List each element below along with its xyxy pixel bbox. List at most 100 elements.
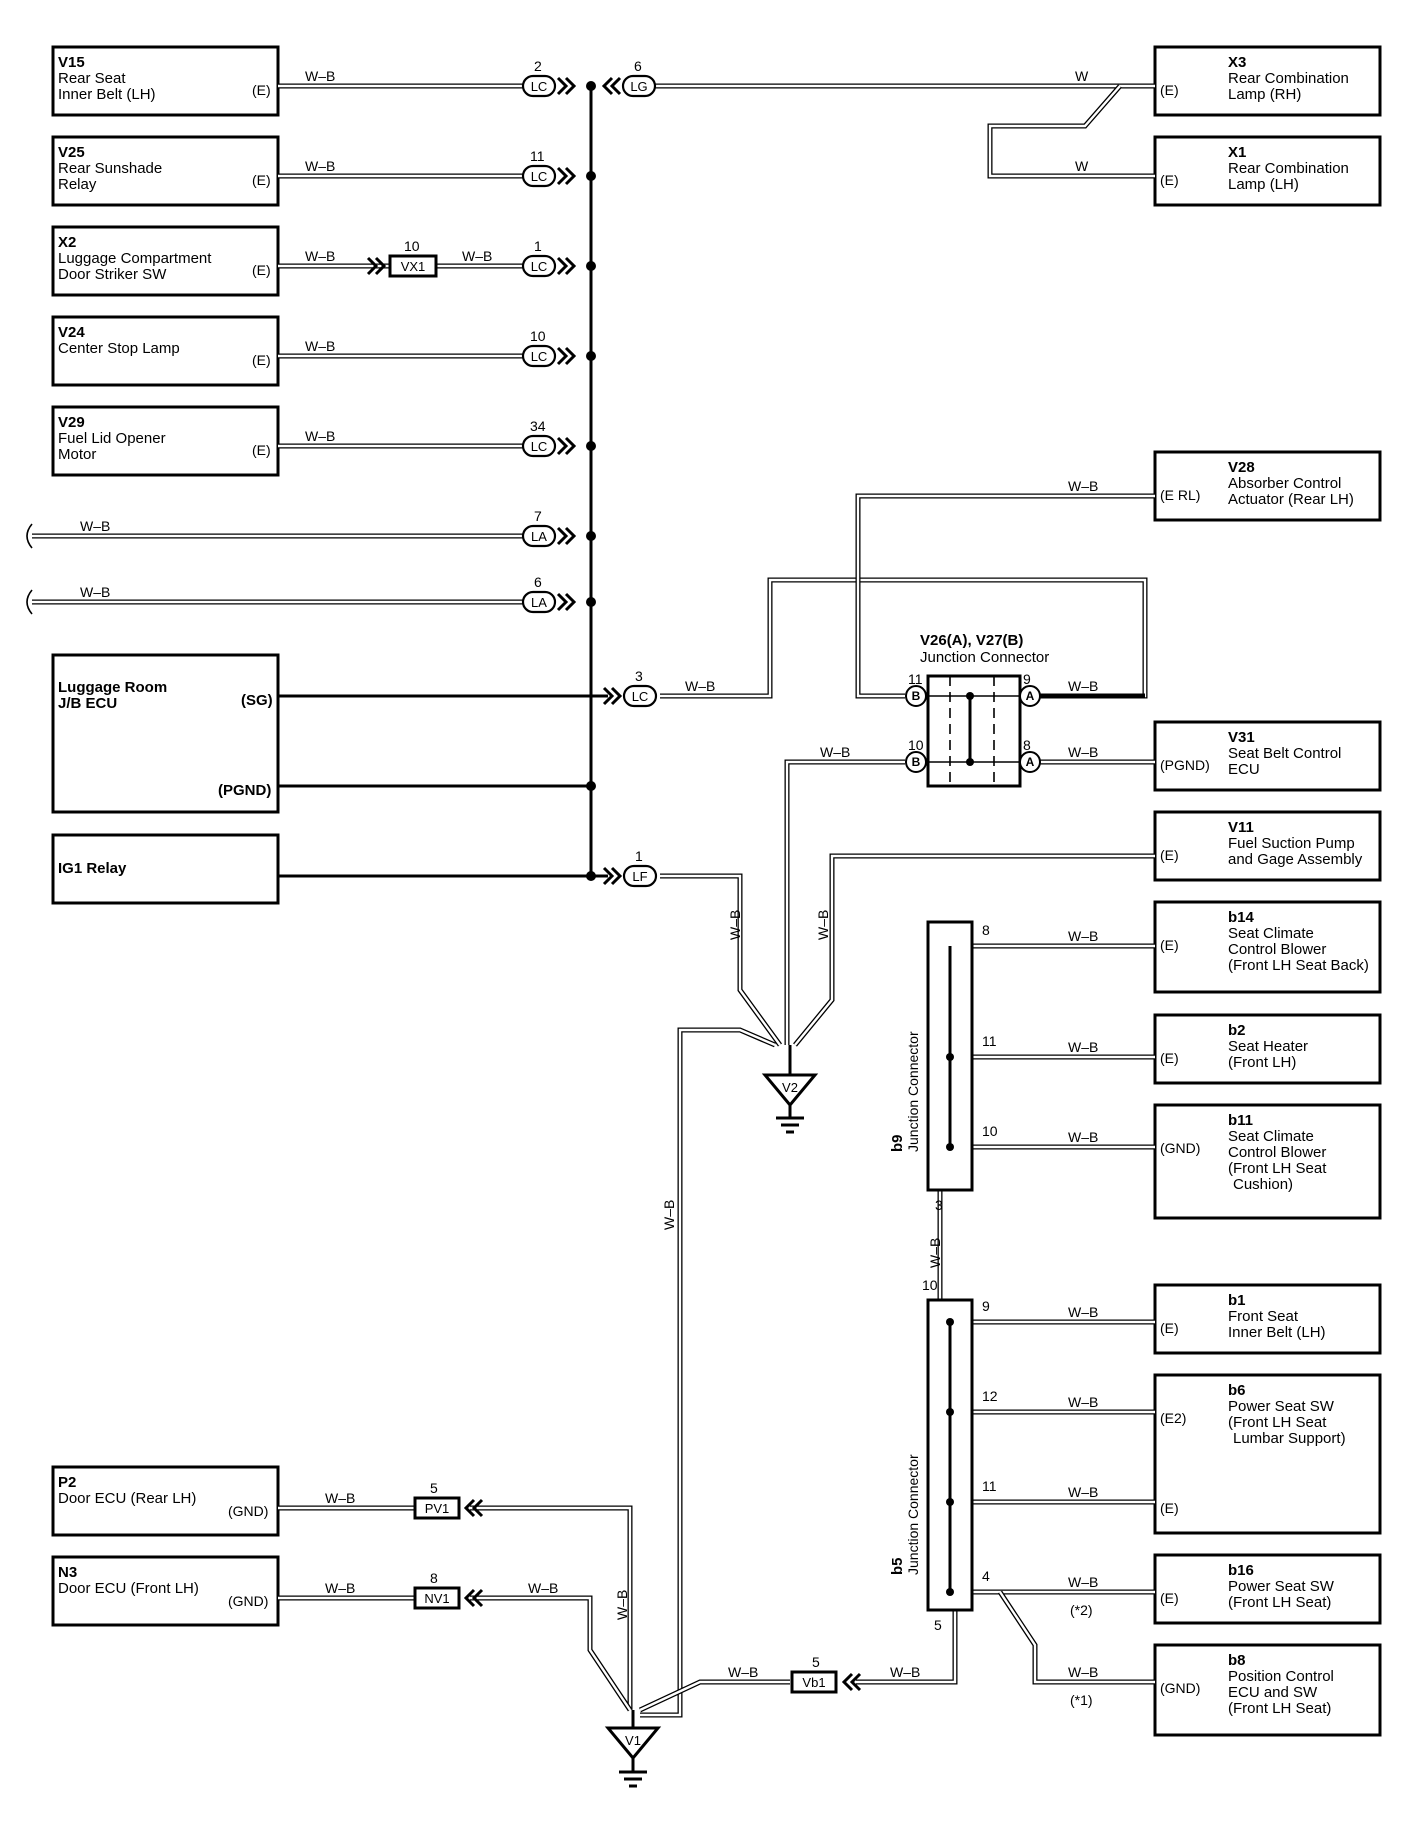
component-name: Door Striker SW — [58, 266, 167, 283]
component-v29: V29 Fuel Lid Opener Motor (E) — [51, 405, 280, 477]
wire-color-label: W–B — [1068, 744, 1098, 760]
component-n3: N3 Door ECU (Front LH) (GND) — [51, 1555, 280, 1627]
pin-number: 3 — [935, 1197, 943, 1213]
wire-color-label: W–B — [305, 338, 335, 354]
component-name: Door ECU (Front LH) — [58, 1580, 199, 1597]
wire-color-label: W–B — [325, 1580, 355, 1596]
pin-number: 6 — [534, 574, 542, 590]
component-code: N3 — [58, 1564, 77, 1581]
pin-number: 10 — [908, 737, 924, 753]
terminal-label: (E) — [1160, 937, 1179, 953]
terminal-label: (PGND) — [1160, 757, 1210, 773]
component-name: Lumbar Support) — [1233, 1430, 1346, 1447]
wire-color-label: W — [1075, 158, 1089, 174]
component-code: X2 — [58, 234, 76, 251]
connector-code: PV1 — [425, 1501, 450, 1516]
component-code: V31 — [1228, 729, 1255, 746]
connector-code: LC — [531, 259, 548, 274]
component-x3: X3 Rear Combination Lamp (RH) (E) — [1153, 45, 1382, 117]
pin-number: 8 — [1023, 737, 1031, 753]
connector-code: LC — [531, 439, 548, 454]
terminal-label: (GND) — [228, 1503, 268, 1519]
ground-code: V2 — [782, 1080, 798, 1095]
component-code: b6 — [1228, 1382, 1246, 1399]
wire-color-label: W–B — [80, 518, 110, 534]
component-name: (Front LH Seat — [1228, 1414, 1327, 1431]
terminal-label: (E) — [1160, 1320, 1179, 1336]
component-code: b2 — [1228, 1022, 1246, 1039]
terminal-label: (E) — [1160, 1500, 1179, 1516]
component-name: Inner Belt (LH) — [1228, 1324, 1326, 1341]
terminal-label: (GND) — [228, 1593, 268, 1609]
wire-color-label: W–B — [1068, 1394, 1098, 1410]
component-b2: b2 Seat Heater (Front LH) (E) — [1153, 1013, 1382, 1085]
pin-group-label: B — [912, 689, 921, 703]
terminal-label: (E RL) — [1160, 487, 1200, 503]
component-v28: V28 Absorber Control Actuator (Rear LH) … — [1153, 450, 1382, 522]
component-ig1-relay: IG1 Relay — [51, 833, 280, 905]
connector-lc-11: 11 LC — [521, 148, 577, 188]
component-code: X1 — [1228, 144, 1246, 161]
ground-code: V1 — [625, 1733, 641, 1748]
component-name: Lamp (LH) — [1228, 176, 1299, 193]
terminal-label: (E) — [252, 352, 271, 368]
pin-number: 11 — [908, 671, 923, 687]
connector-code: LC — [531, 349, 548, 364]
pin-number: 6 — [634, 58, 642, 74]
terminal-label: (E) — [1160, 172, 1179, 188]
junction-label: Junction Connector — [905, 1454, 921, 1575]
component-name: Rear Combination — [1228, 160, 1349, 177]
wire-color-label: W–B — [728, 1664, 758, 1680]
component-name: Rear Seat — [58, 70, 126, 87]
pin-number: 9 — [1023, 671, 1031, 687]
component-code: b1 — [1228, 1292, 1246, 1309]
component-name: Absorber Control — [1228, 475, 1341, 492]
component-luggage-room-jb-ecu: Luggage Room J/B ECU (SG) (PGND) — [51, 653, 280, 814]
terminal-label: (E) — [1160, 847, 1179, 863]
connector-la-6: 6 LA — [521, 574, 577, 614]
wire-color-label: W–B — [1068, 478, 1098, 494]
connector-code: LC — [531, 79, 548, 94]
pin-number: 7 — [534, 508, 542, 524]
pin-number: 10 — [982, 1123, 998, 1139]
connector-code: NV1 — [424, 1591, 449, 1606]
junction-connector-b5: 10 9 12 11 4 5 b5 Junction Connector — [889, 1277, 998, 1633]
connector-code: LG — [630, 79, 647, 94]
wire-color-label: W–B — [305, 68, 335, 84]
note-label: (*1) — [1070, 1692, 1093, 1708]
wire-color-label: W–B — [1068, 1304, 1098, 1320]
component-name: Control Blower — [1228, 1144, 1326, 1161]
connector-pv1-5: 5 PV1 — [413, 1480, 484, 1520]
wire-color-label: W–B — [820, 744, 850, 760]
component-code: b11 — [1228, 1112, 1253, 1129]
connector-vb1-5: 5 Vb1 — [790, 1654, 862, 1694]
ground-v1: V1 — [604, 1710, 662, 1788]
wire-color-label: W–B — [661, 1200, 677, 1230]
component-name: ECU and SW — [1228, 1684, 1318, 1701]
pin-number: 1 — [534, 238, 542, 254]
component-name: Seat Belt Control — [1228, 745, 1341, 762]
wire-color-label: W–B — [305, 248, 335, 264]
component-code: V28 — [1228, 459, 1255, 476]
connector-lc-34: 34 LC — [521, 418, 577, 458]
wire-color-label: W–B — [305, 428, 335, 444]
pin-number: 11 — [982, 1033, 997, 1049]
connector-code: LA — [531, 529, 547, 544]
connector-code: LA — [531, 595, 547, 610]
pin-number: 1 — [635, 848, 643, 864]
pin-group-label: A — [1026, 689, 1035, 703]
terminal-label: (E) — [252, 172, 271, 188]
pin-number: 10 — [404, 238, 420, 254]
component-code: P2 — [58, 1474, 76, 1491]
component-code: b16 — [1228, 1562, 1254, 1579]
terminal-label: (E) — [1160, 1050, 1179, 1066]
component-b16: b16 Power Seat SW (Front LH Seat) (E) — [1153, 1553, 1382, 1625]
component-name: (Front LH Seat — [1228, 1160, 1327, 1177]
terminal-label: (E2) — [1160, 1410, 1186, 1426]
component-name: Power Seat SW — [1228, 1578, 1335, 1595]
wire-harness — [26, 83, 1155, 1718]
terminal-label: (PGND) — [218, 782, 271, 799]
component-name: (Front LH) — [1228, 1054, 1296, 1071]
terminal-label: (E) — [252, 262, 271, 278]
